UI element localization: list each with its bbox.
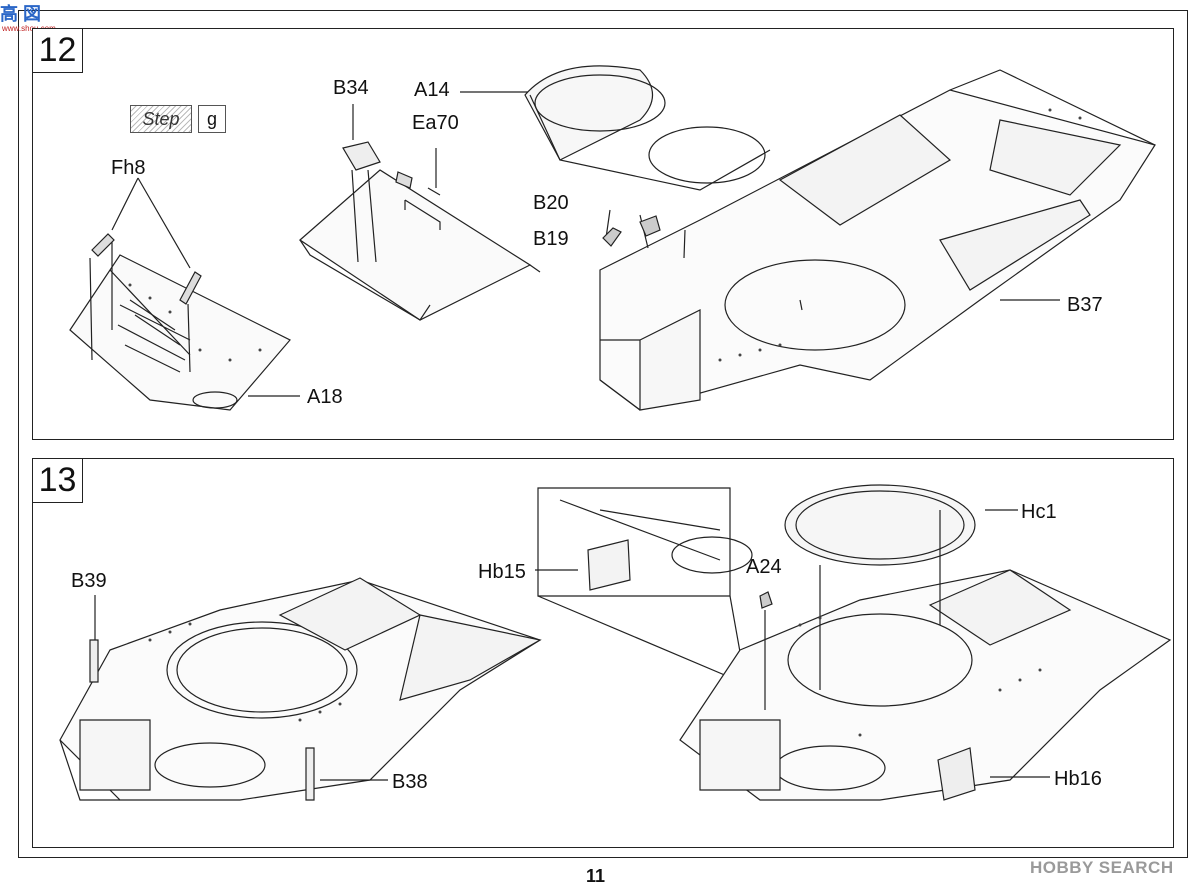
step-badge: Step — [130, 105, 192, 133]
part-label-hb16: Hb16 — [1054, 768, 1102, 790]
part-label-b37: B37 — [1067, 294, 1103, 316]
step-number: 12 — [33, 29, 83, 73]
part-label-b19: B19 — [533, 228, 569, 250]
part-label-b34: B34 — [333, 77, 369, 99]
part-label-a18: A18 — [307, 386, 343, 408]
part-label-a14: A14 — [414, 79, 450, 101]
page-number: 11 — [586, 866, 606, 886]
part-label-a24: A24 — [746, 556, 782, 578]
part-label-hc1: Hc1 — [1021, 501, 1057, 523]
part-label-b20: B20 — [533, 192, 569, 214]
watermark-brand: HOBBY SEARCH — [1030, 858, 1174, 877]
watermark-url: www.shou.com — [2, 24, 56, 33]
step-number: 13 — [33, 459, 83, 503]
part-label-fh8: Fh8 — [111, 157, 146, 179]
step-badge-letter: g — [198, 105, 226, 133]
part-label-hb15: Hb15 — [478, 561, 526, 583]
part-label-b39: B39 — [71, 570, 107, 592]
part-label-b38: B38 — [392, 771, 428, 793]
page-frame — [18, 10, 1188, 858]
part-label-ea70: Ea70 — [412, 112, 459, 134]
watermark-logo: 高 図 — [0, 4, 42, 24]
